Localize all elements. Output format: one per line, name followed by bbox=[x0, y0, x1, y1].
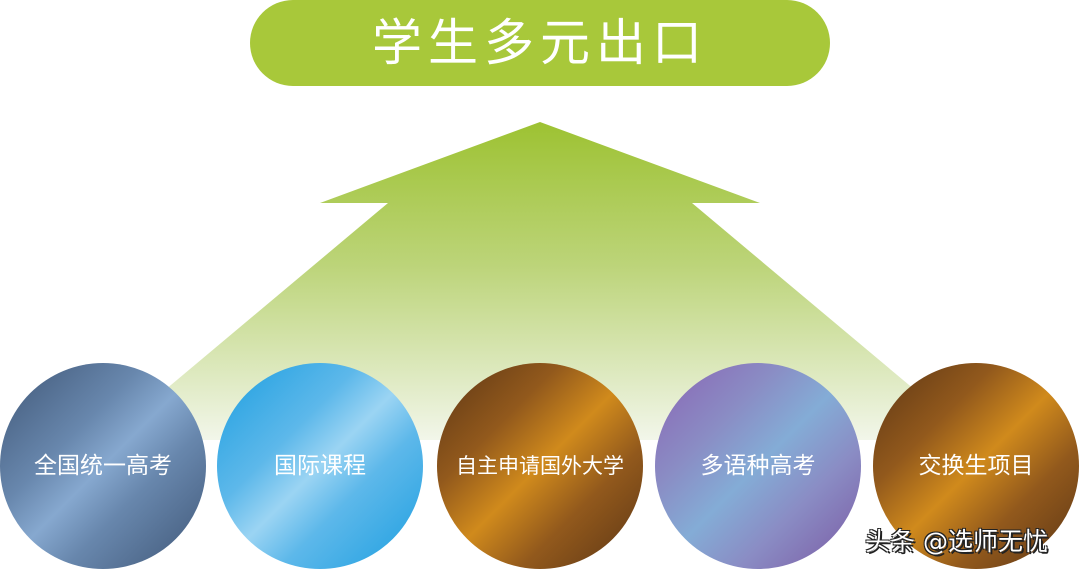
pathway-circle-international-curriculum: 国际课程 bbox=[217, 363, 423, 569]
pathway-label: 多语种高考 bbox=[700, 452, 816, 479]
pathway-circle-multilingual-exam: 多语种高考 bbox=[655, 363, 861, 569]
pathway-label: 交换生项目 bbox=[918, 452, 1034, 479]
pathway-label: 自主申请国外大学 bbox=[456, 453, 624, 478]
pathway-circle-overseas-application: 自主申请国外大学 bbox=[437, 363, 643, 569]
title-banner: 学生多元出口 bbox=[250, 0, 830, 86]
pathway-label: 全国统一高考 bbox=[34, 452, 172, 479]
page-title: 学生多元出口 bbox=[372, 14, 708, 72]
pathway-circle-exchange-program: 交换生项目 bbox=[873, 363, 1079, 569]
pathway-circle-national-exam: 全国统一高考 bbox=[0, 363, 206, 569]
pathway-label: 国际课程 bbox=[274, 452, 366, 479]
watermark: 头条 @选师无忧 bbox=[865, 527, 1048, 556]
